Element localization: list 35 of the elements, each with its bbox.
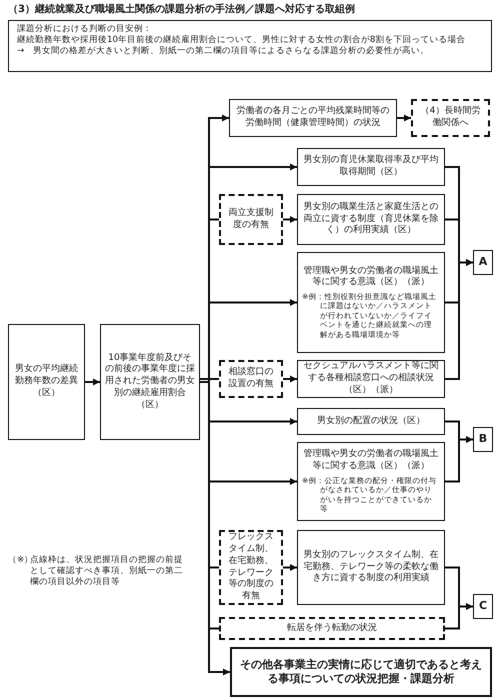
body-text: 継続勤務年数や採用後10年目前後の継続雇用割合について、男性に対する女性の割合が8割を下回っている場合 [17,35,466,46]
arrow [283,564,297,571]
body-text: → 男女間の格差が大きいと判断、別紙一の第二欄の項目等によるさらなる課題分析の必要性が高い。 [17,46,430,58]
dashed-box: 相談窓口の設置の有無 [219,360,283,398]
process-box: 10事業年度前及びその前後の事業年度に採用された労働者の男女別の継続雇用割合（区） [100,324,200,440]
heading-text: 課題分析における判断の目安例： [17,24,152,35]
box-text: 管理職や男女の労働者の職場風土等に関する意識（区）（派） [302,266,440,289]
arrow [445,436,473,482]
arrow [445,259,473,380]
box-text: 管理職や男女の労働者の職場風土等に関する意識（区）（派） [302,449,440,473]
arrow [85,378,100,386]
process-box: 男女別の職業生活と家庭生活との両立に資する制度（育児休業を除く）の利用実績（区） [297,194,445,245]
process-box [297,442,445,521]
arrow [445,603,473,630]
title-text: （3）継続就業及び職場風土関係の課題分析の手法例／課題へ対応する取組例 [8,3,355,16]
process-box: 男女別のフレックスタイム制、在宅勤務、テレワーク等の柔軟な働き方に資する制度の利用実績 [297,530,445,605]
process-box: セクシュアルハラスメント等に関する各種相談窓口への相談状況（区）（派） [297,360,445,398]
process-box: 労働者の各月ごとの平均残業時間等の労働時間（健康管理時間）の状況 [229,99,397,137]
process-box: 男女の平均継続勤務年数の差異（区） [8,324,85,440]
connector-line [200,378,219,380]
process-box: 男女別の育児休業取得率及び平均取得期間（区） [297,148,445,186]
dashed-box: フレックスタイム制、在宅勤務、テレワーク等の制度の有無 [219,530,283,605]
arrow [283,216,297,223]
letter-box: A [473,250,493,275]
note-box [8,20,492,72]
dashed-box: 転居を伴う転勤の状況 [219,617,445,640]
letter-box: C [473,594,493,619]
process-box: その他各事業主の実情に応じて適切であると考える事項についての状況把握・課題分析 [230,647,492,697]
process-box: 男女別の配置の状況（区） [297,408,445,435]
arrow [283,376,297,382]
arrow [397,114,411,122]
dashed-box: （4）長時間労働関係へ [411,99,490,137]
process-box [297,252,445,353]
dashed-box: 両立支援制度の有無 [219,194,283,245]
letter-box: B [473,427,493,452]
